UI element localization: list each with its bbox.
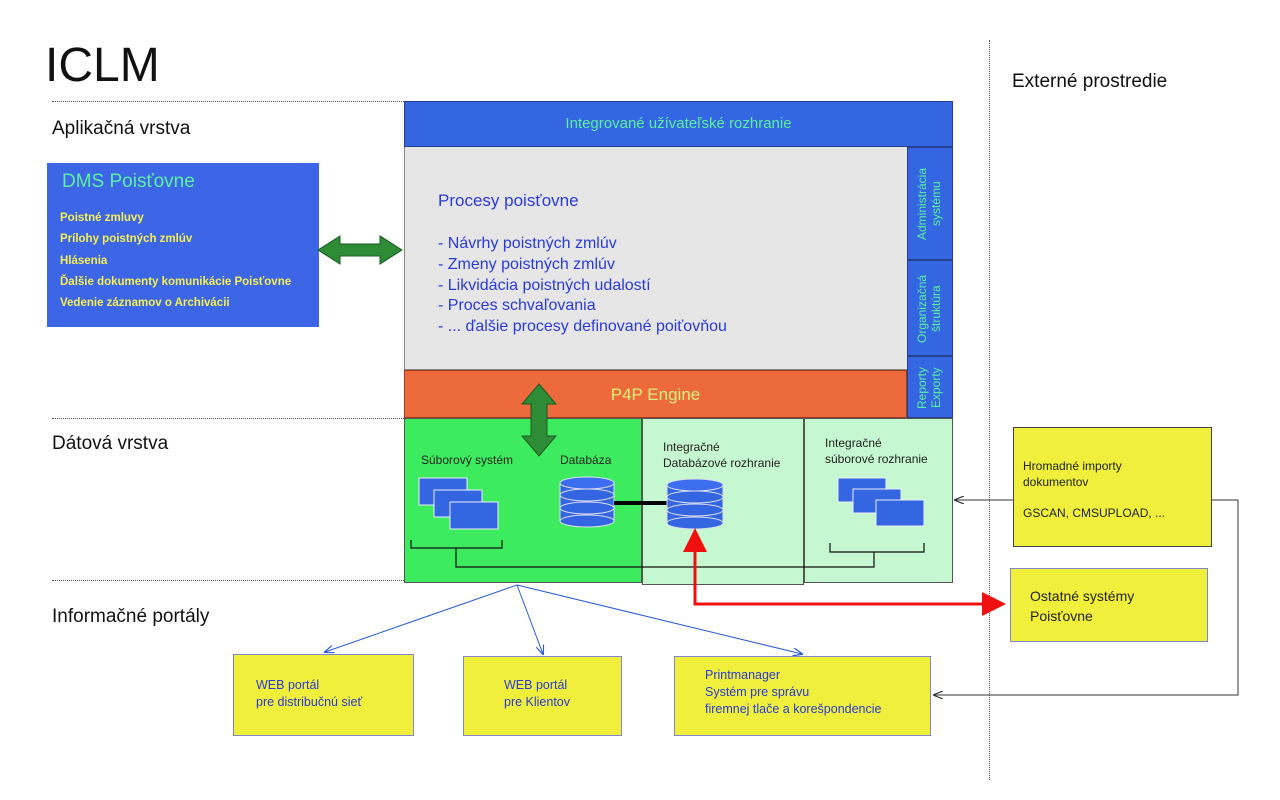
int-file-label: Integračné súborové rozhranie bbox=[825, 436, 928, 467]
process-item: - ... ďalšie procesy definované poiťovňo… bbox=[438, 318, 727, 336]
int-db-label: Integračné Databázové rozhranie bbox=[663, 440, 781, 471]
dms-item: Ďalšie dokumenty komunikácie Poisťovne bbox=[60, 275, 292, 288]
layer-separator-portals bbox=[52, 580, 404, 581]
process-item: - Návrhy poistných zmlúv bbox=[438, 235, 617, 252]
file-system-label: Súborový systém bbox=[421, 453, 514, 467]
layer-label-external: Externé prostredie bbox=[1012, 71, 1168, 92]
layer-separator-top bbox=[52, 101, 404, 102]
int-file-box: Integračné súborové rozhranie bbox=[804, 418, 953, 583]
database-label: Databáza bbox=[560, 453, 612, 467]
layer-label-data: Dátová vrstva bbox=[52, 433, 169, 454]
other-systems-box: Ostatné systémy Poisťovne bbox=[1010, 568, 1208, 642]
processes-panel: Procesy poisťovne - Návrhy poistných zml… bbox=[404, 147, 907, 370]
diagram-title: ICLM bbox=[45, 39, 160, 92]
layer-separator-data bbox=[52, 418, 404, 419]
int-db-box: Integračné Databázové rozhranie bbox=[642, 418, 804, 585]
imports-box: Hromadné importy dokumentov GSCAN, CMSUP… bbox=[1013, 427, 1212, 547]
portal-web-clients: WEB portál pre Klientov bbox=[463, 656, 622, 736]
dms-title: DMS Poisťovne bbox=[62, 171, 195, 192]
process-item: - Proces schvaľovania bbox=[438, 297, 596, 315]
layer-label-portals: Informačné portály bbox=[52, 606, 210, 627]
layer-label-application: Aplikačná vrstva bbox=[52, 118, 191, 139]
dms-item: Vedenie záznamov o Archivácii bbox=[60, 297, 230, 310]
ui-bar: Integrované užívateľské rozhranie bbox=[404, 101, 953, 147]
dms-item: Hlásenia bbox=[60, 254, 108, 267]
dms-item-list: Poistné zmluvy Prílohy poistných zmlúv H… bbox=[60, 208, 291, 314]
imports-label: Hromadné importy dokumentov bbox=[1023, 459, 1122, 490]
portal-printmanager: Printmanager Systém pre správu firemnej … bbox=[674, 656, 931, 736]
blue-arrows-portals bbox=[325, 584, 802, 654]
process-list: - Návrhy poistných zmlúv - Zmeny poistný… bbox=[438, 234, 727, 338]
dms-item: Poistné zmluvy bbox=[60, 212, 144, 224]
ui-bar-label: Integrované užívateľské rozhranie bbox=[565, 115, 792, 132]
process-item: - Likvidácia poistných udalostí bbox=[438, 276, 651, 294]
dms-box: DMS Poisťovne Poistné zmluvy Prílohy poi… bbox=[47, 163, 319, 327]
external-separator bbox=[989, 40, 990, 780]
portal-web-dist: WEB portál pre distribučnú sieť bbox=[233, 654, 414, 736]
dms-item: Prílohy poistných zmlúv bbox=[60, 233, 193, 246]
processes-title: Procesy poisťovne bbox=[438, 191, 579, 210]
p4p-engine-bar: P4P Engine bbox=[404, 370, 907, 418]
imports-tools: GSCAN, CMSUPLOAD, ... bbox=[1023, 506, 1166, 520]
file-system-box: Súborový systém Databáza bbox=[404, 418, 642, 583]
p4p-engine-label: P4P Engine bbox=[610, 385, 701, 404]
double-arrow-dms-processes bbox=[317, 235, 403, 265]
other-systems-label: Ostatné systémy Poisťovne bbox=[1030, 588, 1135, 624]
process-item: - Zmeny poistných zmlúv bbox=[438, 255, 615, 273]
